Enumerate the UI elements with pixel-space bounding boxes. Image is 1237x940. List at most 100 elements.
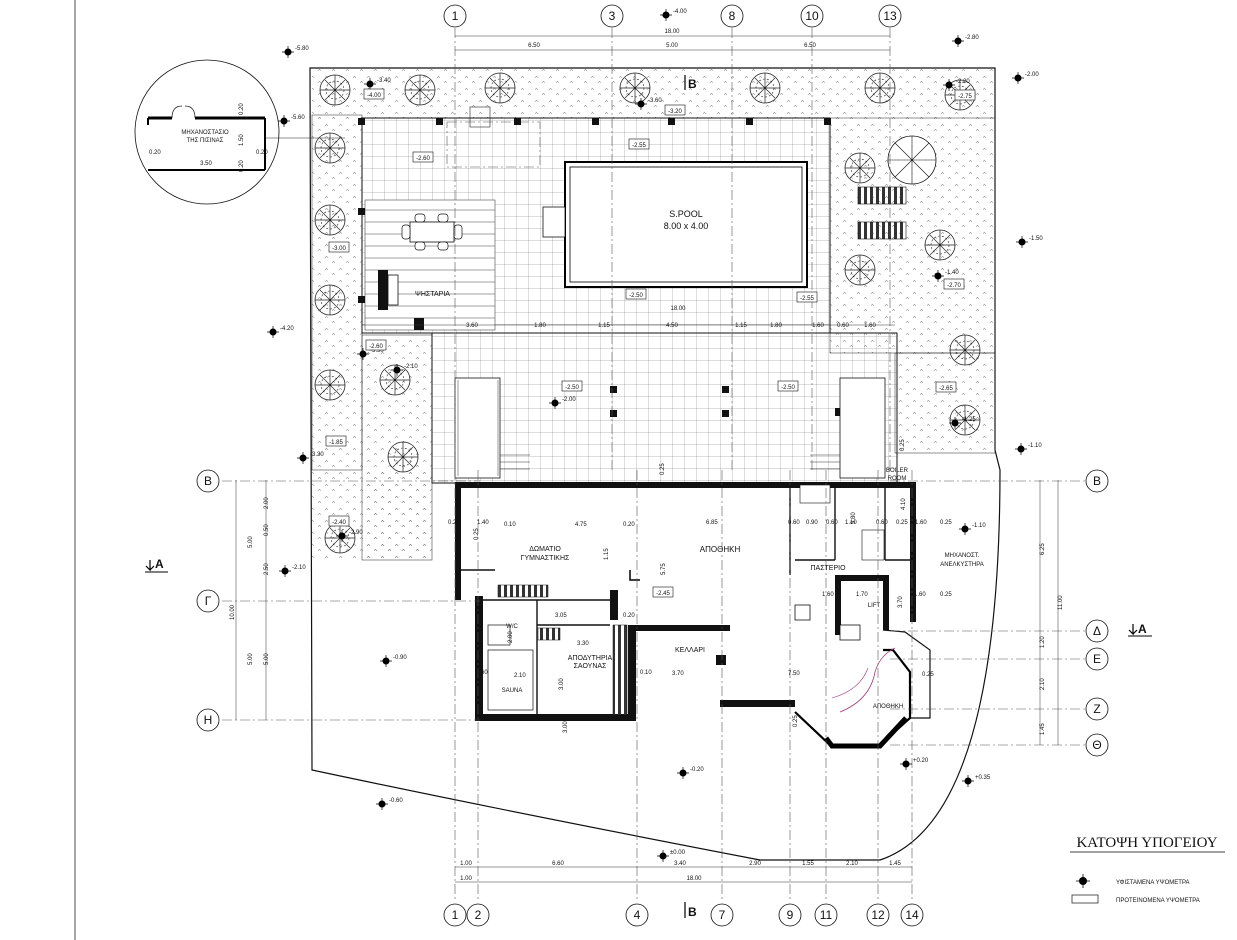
svg-text:-3.40: -3.40 bbox=[377, 78, 391, 84]
svg-text:Β: Β bbox=[1093, 474, 1101, 488]
svg-text:Ζ: Ζ bbox=[1093, 702, 1100, 716]
existing-level: -3.50 bbox=[357, 348, 384, 360]
interior-dim: 0.25 bbox=[474, 528, 480, 540]
machine-room-label-line2: ΑΝΕΛΚΥΣΤΗΡΑ bbox=[940, 562, 984, 568]
existing-level: -2.90 bbox=[336, 530, 363, 542]
grid-bubble-top: 13 bbox=[878, 4, 902, 28]
svg-text:-2.55: -2.55 bbox=[632, 143, 646, 149]
existing-level: -1.10 bbox=[1015, 443, 1042, 455]
existing-level: -2.10 bbox=[391, 364, 418, 376]
svg-text:12: 12 bbox=[871, 908, 885, 922]
interior-dim: 0.20 bbox=[623, 522, 635, 528]
svg-text:-4.20: -4.20 bbox=[280, 326, 294, 332]
machine-room-label-line1: ΜΗΧΑΝΟΣΤ. bbox=[945, 553, 980, 559]
pool-row-dim: 1.60 bbox=[864, 323, 876, 329]
svg-text:8: 8 bbox=[729, 9, 736, 23]
left-dim: 5.00 bbox=[264, 653, 270, 665]
existing-level: -5.60 bbox=[278, 115, 305, 127]
grid-axes bbox=[222, 28, 1085, 900]
interior-dim: 1.10 bbox=[845, 520, 857, 526]
drawing-title: ΚΑΤΟΨΗ ΥΠΟΓΕΙΟΥ bbox=[1076, 835, 1217, 851]
existing-level: -2.00 bbox=[1012, 72, 1039, 84]
svg-text:-1.10: -1.10 bbox=[1028, 443, 1042, 449]
svg-text:A: A bbox=[155, 557, 164, 571]
grid-bubble-right: Ε bbox=[1085, 647, 1109, 671]
existing-level: -5.80 bbox=[282, 46, 309, 58]
svg-text:-3.30: -3.30 bbox=[310, 452, 324, 458]
interior-dim: 0.60 bbox=[876, 520, 888, 526]
interior-dim: 3.00 bbox=[559, 678, 565, 690]
grid-bubble-bottom: 11 bbox=[814, 903, 838, 927]
pool-row-dim: 4.50 bbox=[666, 323, 678, 329]
svg-text:-2.10: -2.10 bbox=[404, 364, 418, 370]
changing-room-label-line2: ΣΑΟΥΝΑΣ bbox=[574, 663, 607, 670]
svg-text:-2.20: -2.20 bbox=[956, 79, 970, 85]
right-total: 11.00 bbox=[1058, 595, 1064, 610]
proposed-level: -2.65 bbox=[935, 381, 957, 393]
grid-bubble-top: 3 bbox=[600, 4, 624, 28]
grid-bubble-bottom: 12 bbox=[866, 903, 890, 927]
grid-bubble-left: Γ bbox=[196, 589, 220, 613]
interior-dim: 0.60 bbox=[476, 670, 488, 676]
interior-dim: 3.70 bbox=[898, 596, 904, 608]
svg-text:-3.50: -3.50 bbox=[370, 348, 384, 354]
inset-dim: 1.50 bbox=[239, 134, 245, 146]
existing-level: -1.10 bbox=[959, 523, 986, 535]
grid-bubble-bottom: 7 bbox=[710, 903, 734, 927]
grid-bubble-top: 1 bbox=[443, 4, 467, 28]
bottom-dim: 1.00 bbox=[460, 876, 472, 882]
inset-dim: 0.20 bbox=[256, 150, 268, 156]
svg-text:Β: Β bbox=[204, 474, 212, 488]
svg-text:-5.80: -5.80 bbox=[295, 46, 309, 52]
svg-text:Ε: Ε bbox=[1093, 652, 1101, 666]
svg-text:-2.40: -2.40 bbox=[332, 520, 346, 526]
proposed-level: -2.60 bbox=[412, 151, 434, 163]
legend-proposed-label: ΠΡΟΤΕΙΝΟΜΕΝΑ ΥΨΟΜΕΤΡΑ bbox=[1116, 898, 1200, 904]
right-dim: 1.45 bbox=[1040, 723, 1046, 735]
svg-text:-2.65: -2.65 bbox=[939, 386, 953, 392]
pool-engine-label-line2: ΤΗΣ ΠΙΣΙΝΑΣ bbox=[187, 138, 224, 144]
svg-text:7: 7 bbox=[719, 908, 726, 922]
grid-bubble-bottom: 4 bbox=[625, 903, 649, 927]
svg-text:11: 11 bbox=[820, 908, 833, 922]
cellar-label: ΚΕΛΛΑΡΙ bbox=[675, 647, 705, 654]
svg-text:-2.70: -2.70 bbox=[947, 283, 961, 289]
svg-text:-2.00: -2.00 bbox=[1025, 72, 1039, 78]
svg-text:-3.00: -3.00 bbox=[332, 246, 346, 252]
sauna-label: SAUNA bbox=[502, 688, 523, 694]
grid-bubble-right: Θ bbox=[1085, 733, 1109, 757]
svg-text:-2.90: -2.90 bbox=[349, 530, 363, 536]
left-group: 10.00 bbox=[230, 604, 236, 620]
section-mark-b-top: B bbox=[684, 75, 697, 91]
pool-row-dim: 1.80 bbox=[534, 323, 546, 329]
inset-dim: 3.50 bbox=[200, 161, 212, 167]
pool-row-dim: 0.60 bbox=[837, 323, 849, 329]
svg-text:A: A bbox=[1138, 622, 1147, 636]
svg-text:Γ: Γ bbox=[205, 594, 212, 608]
left-dim: 2.00 bbox=[264, 497, 270, 509]
interior-dim: 7.50 bbox=[788, 671, 800, 677]
bottom-dim: 1.45 bbox=[889, 861, 901, 867]
legend-proposed: ΠΡΟΤΕΙΝΟΜΕΝΑ ΥΨΟΜΕΤΡΑ bbox=[1071, 894, 1200, 904]
interior-dim: 1.40 bbox=[477, 520, 489, 526]
section-mark-b-bottom: B bbox=[684, 902, 697, 919]
pool-row-dim: 1.60 bbox=[812, 323, 824, 329]
svg-text:B: B bbox=[688, 905, 697, 919]
legend-existing: ΥΦΙΣΤΑΜΕΝΑ ΥΨΟΜΕΤΡΑ bbox=[1076, 874, 1190, 888]
proposed-level: -2.55 bbox=[796, 291, 818, 303]
bottom-total: 18.00 bbox=[686, 876, 702, 882]
pool-row-dim: 3.60 bbox=[466, 323, 478, 329]
interior-dim: 1.60 bbox=[915, 520, 927, 526]
svg-text:-2.55: -2.55 bbox=[800, 296, 814, 302]
grid-bubble-bottom: 2 bbox=[466, 903, 490, 927]
interior-dim: 0.25 bbox=[940, 520, 952, 526]
pastry-label: ΠΑΣΤΕΡΙΟ bbox=[810, 565, 846, 572]
svg-text:-2.00: -2.00 bbox=[562, 397, 576, 403]
interior-dim: 2.00 bbox=[508, 631, 514, 643]
pool-row-dim: 1.80 bbox=[770, 323, 782, 329]
interior-dim: 0.20 bbox=[623, 613, 635, 619]
storage-2-label: ΑΠΟΘΗΚΗ bbox=[873, 704, 903, 710]
proposed-level: -2.60 bbox=[365, 339, 387, 351]
left-dim: 0.50 bbox=[264, 524, 270, 536]
